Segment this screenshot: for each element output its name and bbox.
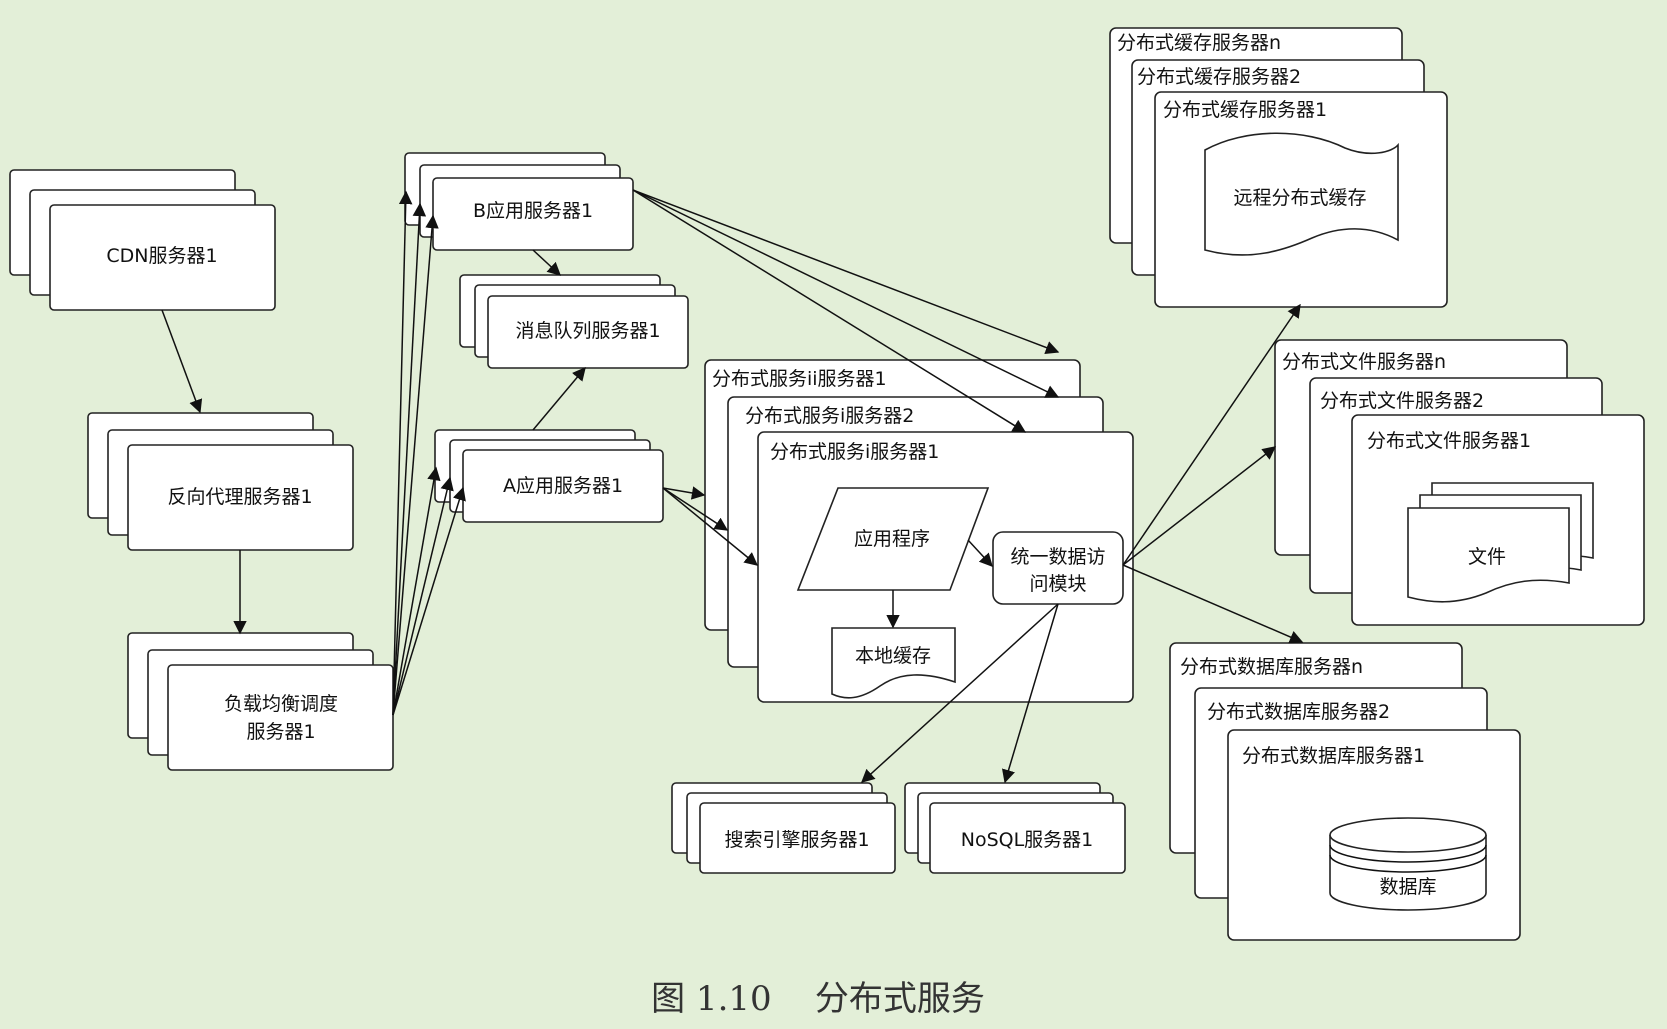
reverse-proxy-stack: 反向代理服务器1 <box>87 412 354 551</box>
nosql-label: NoSQL服务器1 <box>961 829 1094 851</box>
file-doc-label: 文件 <box>1468 546 1506 568</box>
load-balancer-label-1: 负载均衡调度 <box>224 693 338 715</box>
search-engine-label: 搜索引擎服务器1 <box>724 829 869 851</box>
a-app-server-label: A应用服务器1 <box>503 475 623 497</box>
distributed-service-stack: 分布式服务ii服务器1 分布式服务i服务器2 分布式服务i服务器1 应用程序 统… <box>704 359 1134 703</box>
message-queue-stack: 消息队列服务器1 <box>459 274 689 369</box>
file-n-label: 分布式文件服务器n <box>1282 351 1446 373</box>
remote-cache-label: 远程分布式缓存 <box>1233 187 1366 209</box>
a-app-server-stack: A应用服务器1 <box>434 429 664 523</box>
remote-cache-shape <box>1204 132 1399 256</box>
cache-n-label: 分布式缓存服务器n <box>1117 32 1281 54</box>
load-balancer-stack: 负载均衡调度 服务器1 <box>127 632 394 771</box>
distributed-cache-stack: 分布式缓存服务器n 分布式缓存服务器2 分布式缓存服务器1 远程分布式缓存 <box>1109 27 1448 308</box>
load-balancer-label-2: 服务器1 <box>246 721 315 743</box>
db-n-label: 分布式数据库服务器n <box>1180 656 1363 678</box>
cache-1-label: 分布式缓存服务器1 <box>1163 99 1327 121</box>
figure-caption: 图 1.10 分布式服务 <box>651 979 985 1019</box>
arrows <box>161 189 1304 784</box>
db-2-label: 分布式数据库服务器2 <box>1207 701 1390 723</box>
service-i2-label: 分布式服务i服务器2 <box>745 405 914 427</box>
database-label: 数据库 <box>1379 876 1436 898</box>
search-engine-stack: 搜索引擎服务器1 <box>671 782 896 874</box>
b-app-server-stack: B应用服务器1 <box>404 152 634 251</box>
cdn-server-stack: CDN服务器1 <box>9 169 276 311</box>
file-2-label: 分布式文件服务器2 <box>1320 390 1484 412</box>
b-app-server-label: B应用服务器1 <box>473 200 593 222</box>
data-access-label-1: 统一数据访 <box>1010 546 1105 568</box>
cdn-server-label: CDN服务器1 <box>106 245 217 267</box>
file-doc-front <box>1407 507 1570 603</box>
service-ii-label: 分布式服务ii服务器1 <box>712 368 887 390</box>
reverse-proxy-label: 反向代理服务器1 <box>167 486 312 508</box>
local-cache-shape <box>831 627 956 699</box>
app-program-label: 应用程序 <box>854 528 930 550</box>
data-access-label-2: 问模块 <box>1029 573 1086 595</box>
app-program-shape <box>796 487 990 591</box>
message-queue-label: 消息队列服务器1 <box>515 320 660 342</box>
local-cache-label: 本地缓存 <box>855 645 931 667</box>
db-1-label: 分布式数据库服务器1 <box>1242 745 1425 767</box>
service-i1-label: 分布式服务i服务器1 <box>770 441 939 463</box>
distributed-db-stack: 分布式数据库服务器n 分布式数据库服务器2 分布式数据库服务器1 数据库 <box>1169 642 1521 941</box>
distributed-file-stack: 分布式文件服务器n 分布式文件服务器2 分布式文件服务器1 文件 <box>1274 339 1645 626</box>
database-cylinder-icon <box>1329 817 1487 911</box>
file-1-label: 分布式文件服务器1 <box>1367 430 1531 452</box>
cache-2-label: 分布式缓存服务器2 <box>1137 66 1301 88</box>
nosql-stack: NoSQL服务器1 <box>904 782 1126 874</box>
